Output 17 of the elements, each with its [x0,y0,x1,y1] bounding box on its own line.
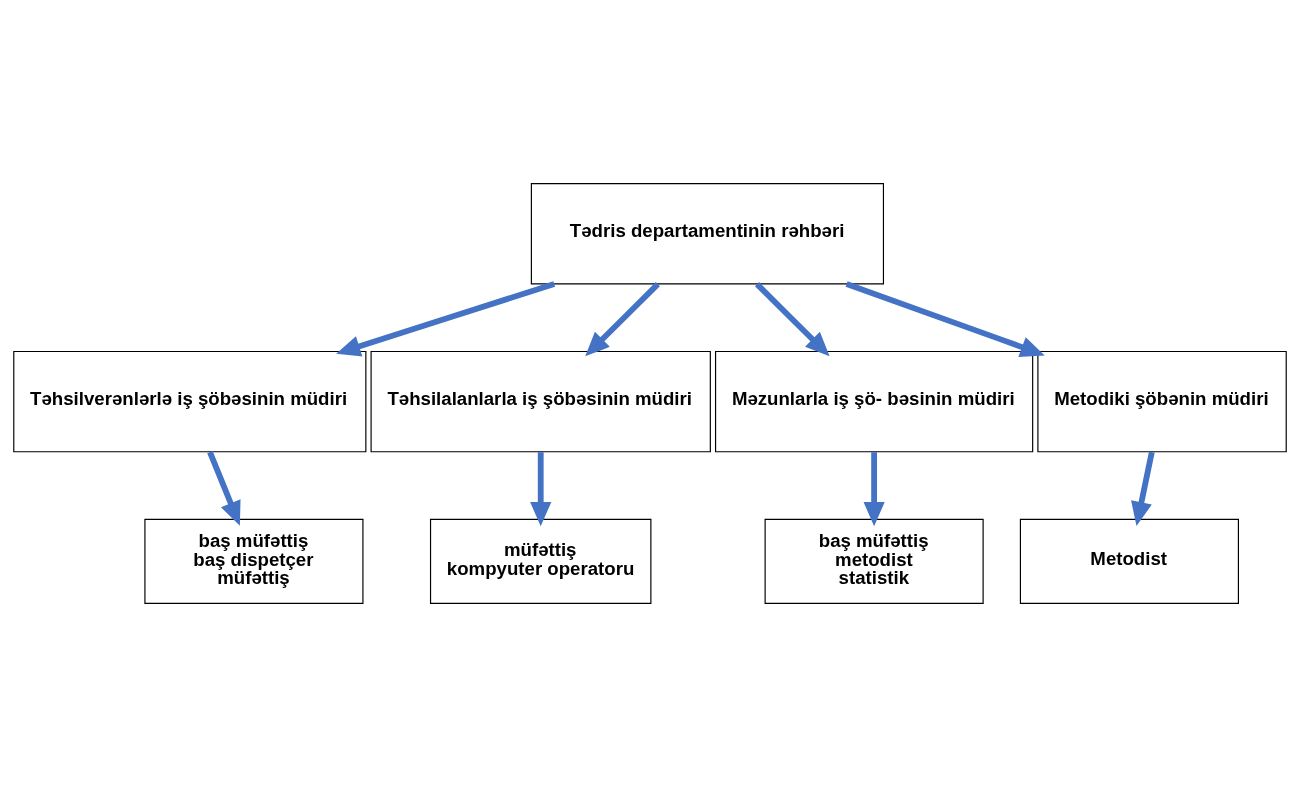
arrow [206,450,241,526]
arrow [335,280,555,356]
node-box: müfəttiş kompyuter operatoru [429,518,651,604]
node-box: Təhsilverənlərlə iş şöbəsinin müdiri [12,350,366,452]
arrow [845,280,1045,357]
arrow [584,281,660,356]
node-box: Metodiki şöbənin müdiri [1036,350,1287,452]
arrow [863,451,885,526]
node-box: Təhsilalanlarla iş şöbəsinin müdiri [370,350,711,452]
node-box: baş müfəttiş baş dispetçer müfəttiş [143,518,363,604]
node-box: baş müfəttiş metodist statistik [764,518,984,604]
node-box: Metodist [1019,518,1239,604]
arrow [529,451,551,526]
node-box: Tədris departamentinin rəhbəri [530,182,884,284]
arrow [1130,451,1155,526]
arrow [754,281,830,356]
node-box: Məzunlarla iş şö- bəsinin müdiri [714,350,1033,452]
